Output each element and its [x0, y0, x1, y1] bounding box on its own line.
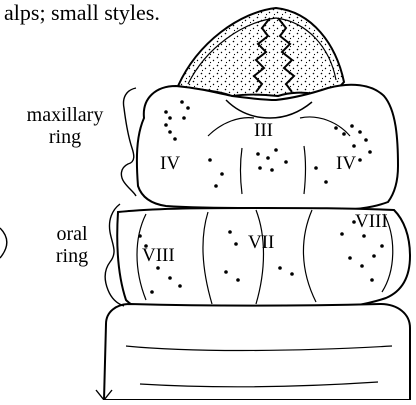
oral-ring-label: oral ring [42, 223, 102, 267]
oral-label-line-2: ring [42, 245, 102, 267]
zone-label-iv-right: IV [336, 154, 356, 174]
maxillary-label-line-1: maxillary [10, 104, 120, 126]
left-edge-mark [0, 228, 7, 258]
zone-label-viii-right: VIII [355, 212, 388, 232]
zone-label-viii-left: VIII [142, 246, 175, 266]
maxillary-ring-outline [137, 85, 398, 210]
caption-fragment: alps; small styles. [4, 1, 160, 25]
maxillary-ring-label: maxillary ring [10, 104, 120, 148]
maxillary-label-line-2: ring [10, 126, 120, 148]
zone-label-vii: VII [248, 233, 274, 253]
maxillary-bracket [121, 88, 136, 196]
oral-label-line-1: oral [42, 223, 102, 245]
next-segment-outline [104, 304, 410, 400]
zone-label-iv-left: IV [160, 154, 180, 174]
zone-label-iii: III [254, 121, 273, 141]
